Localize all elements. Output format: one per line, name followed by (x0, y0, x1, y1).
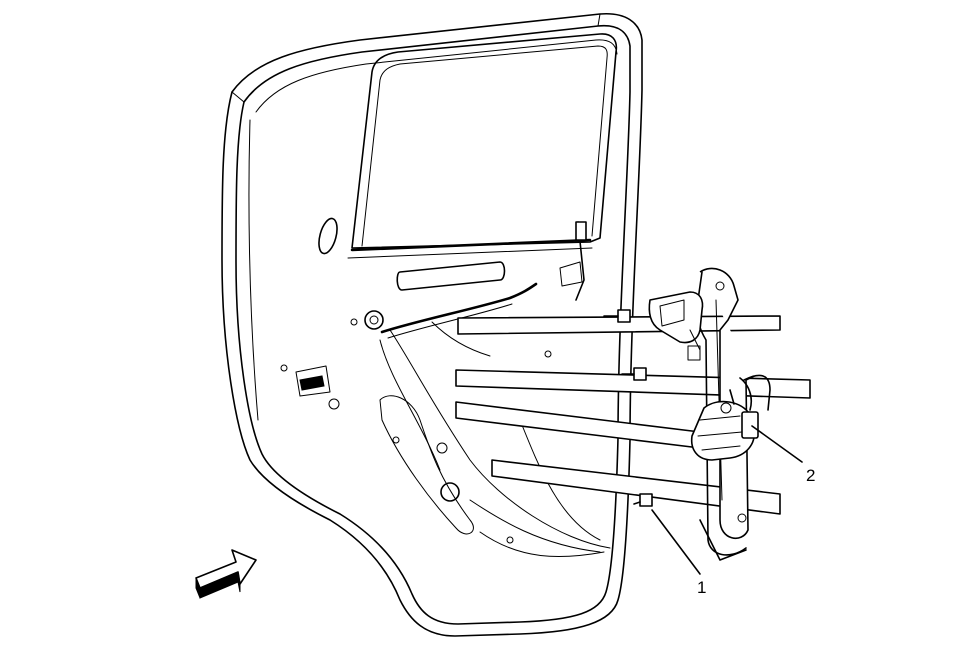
bolt-lower (633, 493, 653, 507)
leader-line-1 (651, 509, 701, 575)
wiring-harness (380, 221, 587, 357)
window-frame (347, 33, 618, 259)
leader-line-2 (751, 425, 803, 463)
bolts (603, 309, 653, 507)
bolt-middle (621, 367, 647, 381)
door-outer-panel (221, 13, 643, 637)
door-inner-features (280, 217, 611, 558)
leader-lines (651, 425, 803, 575)
bolt-upper (603, 309, 631, 323)
callout-2-label: 2 (806, 466, 815, 485)
regulator-motor (690, 377, 759, 461)
callout-1-label: 1 (697, 578, 706, 597)
alignment-bar-3 (455, 401, 701, 449)
view-direction-arrow-icon (195, 549, 257, 599)
